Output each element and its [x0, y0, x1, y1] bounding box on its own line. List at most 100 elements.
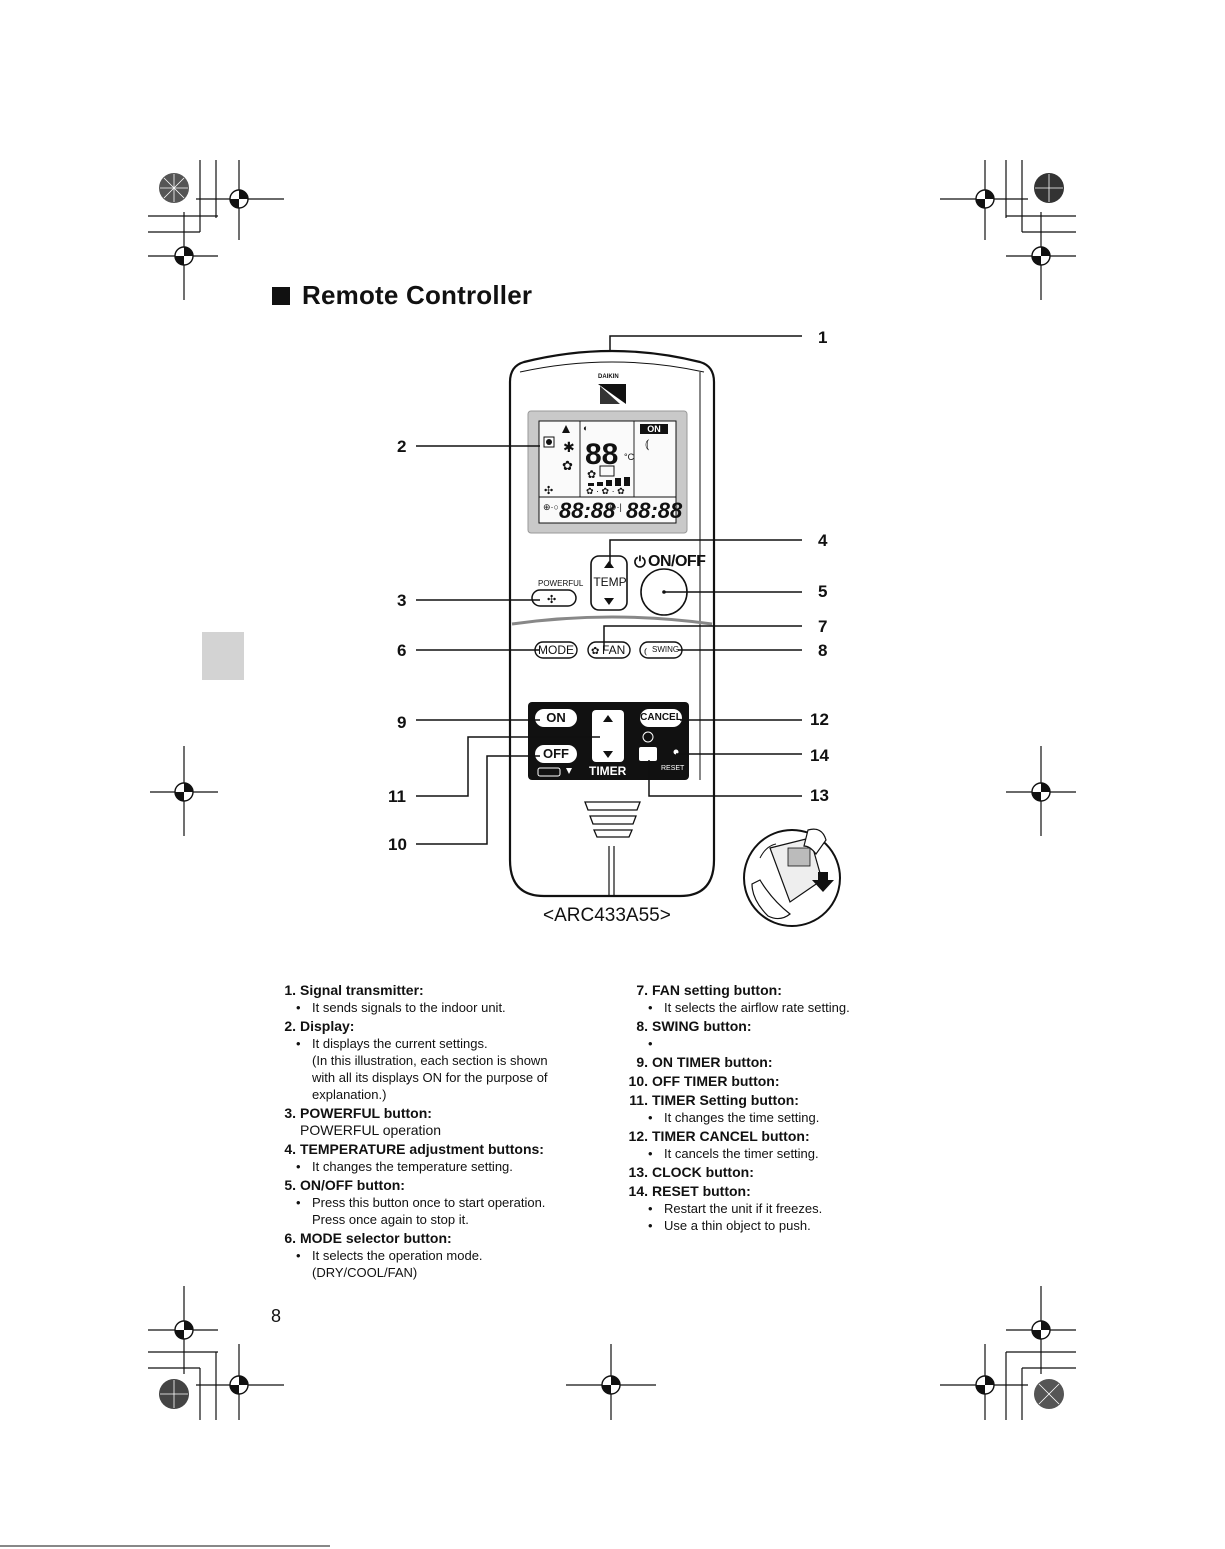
temp-button	[590, 555, 628, 611]
powerful-button	[531, 589, 577, 607]
list-item-continuation: with all its displays ON for the purpose…	[312, 1070, 548, 1085]
on-label: ON	[546, 710, 566, 725]
list-item-continuation: Press once again to stop it.	[312, 1212, 469, 1227]
svg-text:88:88: 88:88	[559, 498, 616, 523]
list-item-number: 12.	[628, 1128, 648, 1144]
list-item-bullet: It cancels the timer setting.	[628, 1145, 928, 1162]
list-item-title: POWERFUL button:	[300, 1105, 432, 1121]
list-item-number: 13.	[628, 1164, 648, 1180]
list-item-number: 14.	[628, 1183, 648, 1199]
list-item-number: 2.	[284, 1018, 296, 1034]
list-item-title: TEMPERATURE adjustment buttons:	[300, 1141, 544, 1157]
description-list-right: 7.FAN setting button:It selects the airf…	[628, 982, 928, 1236]
list-item-continuation: (DRY/COOL/FAN)	[312, 1265, 418, 1280]
list-item-number: 3.	[284, 1105, 296, 1121]
model-number: <ARC433A55>	[543, 905, 671, 926]
svg-text:⊕·○: ⊕·○	[543, 502, 559, 512]
powerful-label: POWERFUL	[538, 579, 584, 588]
timer-label: TIMER	[589, 764, 627, 778]
on-timer-button	[535, 709, 577, 727]
list-item: 14.RESET button:Restart the unit if it f…	[628, 1183, 928, 1234]
mode-label: MODE	[538, 643, 574, 657]
list-item-bullet: It selects the airflow rate setting.	[628, 999, 928, 1016]
list-item-number: 10.	[628, 1073, 648, 1089]
callout-11: 11	[388, 787, 406, 806]
svg-text:°C: °C	[624, 452, 635, 462]
svg-text:✣: ✣	[547, 594, 556, 606]
callout-12: 12	[810, 710, 829, 729]
off-label: OFF	[543, 746, 569, 761]
list-item-number: 9.	[636, 1054, 648, 1070]
list-item: 12.TIMER CANCEL button:It cancels the ti…	[628, 1128, 928, 1162]
list-item-number: 7.	[636, 982, 648, 998]
section-tab	[202, 632, 244, 680]
list-item-bullet: It changes the temperature setting.	[276, 1158, 576, 1175]
page-number: 8	[271, 1306, 282, 1326]
list-item: 11.TIMER Setting button:It changes the t…	[628, 1092, 928, 1126]
list-item: 9.ON TIMER button:	[628, 1054, 928, 1071]
callout-7: 7	[818, 617, 828, 636]
svg-text:✱: ✱	[563, 439, 575, 455]
svg-text:⦅: ⦅	[645, 436, 649, 451]
list-item: 7.FAN setting button:It selects the airf…	[628, 982, 928, 1016]
display-on-label: ON	[647, 424, 661, 434]
clock-button	[639, 747, 657, 761]
list-item-bullet: It sends signals to the indoor unit.	[276, 999, 576, 1016]
heading-square-icon	[272, 286, 290, 305]
list-item-title: ON TIMER button:	[652, 1054, 773, 1070]
callout-6: 6	[397, 641, 407, 660]
list-item-number: 11.	[629, 1092, 648, 1108]
heading-text: Remote Controller	[302, 280, 533, 310]
callout-10: 10	[388, 835, 407, 854]
list-item-number: 4.	[284, 1141, 296, 1157]
fan-label: FAN	[602, 643, 626, 657]
svg-text:◐: ◐	[583, 423, 588, 433]
timer-setting-button	[592, 710, 624, 762]
list-item: 3.POWERFUL button:POWERFUL operation	[276, 1105, 576, 1139]
list-item-continuation: (In this illustration, each section is s…	[312, 1053, 548, 1068]
list-item: 8.SWING button:	[628, 1018, 928, 1052]
daikin-logo	[598, 384, 626, 404]
callout-14: 14	[810, 746, 829, 765]
cancel-button	[640, 709, 682, 727]
callout-5: 5	[818, 582, 828, 601]
list-item-bullet: Restart the unit if it freezes.	[628, 1200, 928, 1217]
list-item-bullet: It displays the current settings.	[276, 1035, 576, 1052]
svg-text:✣: ✣	[544, 485, 553, 497]
svg-text:✿ · ✿ · ✿: ✿ · ✿ · ✿	[586, 486, 625, 496]
list-item-bullet: Press this button once to start operatio…	[276, 1194, 576, 1211]
list-item-title: ON/OFF button:	[300, 1177, 405, 1193]
list-item-title: TIMER Setting button:	[652, 1092, 799, 1108]
callout-1: 1	[818, 328, 828, 347]
svg-text:✿: ✿	[591, 646, 599, 657]
list-item-title: RESET button:	[652, 1183, 751, 1199]
list-item: 13.CLOCK button:	[628, 1164, 928, 1181]
list-item: 2.Display:It displays the current settin…	[276, 1018, 576, 1103]
list-item: 4.TEMPERATURE adjustment buttons:It chan…	[276, 1141, 576, 1175]
list-item: 1.Signal transmitter:It sends signals to…	[276, 982, 576, 1016]
fan-button	[587, 641, 631, 659]
list-item-bullet: It changes the time setting.	[628, 1109, 928, 1126]
swing-label: SWING	[652, 645, 680, 654]
callout-3: 3	[397, 591, 407, 610]
cancel-label: CANCEL	[640, 712, 682, 723]
list-item-number: 5.	[284, 1177, 296, 1193]
svg-text:✿: ✿	[562, 458, 573, 473]
callout-8: 8	[818, 641, 828, 660]
brand-logo-text: DAIKIN	[598, 374, 619, 380]
list-item-continuation: explanation.)	[312, 1087, 387, 1102]
list-item-number: 6.	[284, 1230, 296, 1246]
list-item-text: POWERFUL operation	[300, 1122, 442, 1138]
callout-13: 13	[810, 786, 829, 805]
list-item-title: OFF TIMER button:	[652, 1073, 780, 1089]
reset-label: RESET	[661, 765, 685, 772]
description-list-left: 1.Signal transmitter:It sends signals to…	[276, 982, 576, 1283]
list-item-title: TIMER CANCEL button:	[652, 1128, 810, 1144]
callout-2: 2	[397, 437, 407, 456]
callout-4: 4	[818, 531, 828, 550]
svg-text:⦅: ⦅	[644, 646, 647, 656]
list-item-title: MODE selector button:	[300, 1230, 452, 1246]
list-item: 5.ON/OFF button:Press this button once t…	[276, 1177, 576, 1228]
off-timer-button	[535, 745, 577, 763]
